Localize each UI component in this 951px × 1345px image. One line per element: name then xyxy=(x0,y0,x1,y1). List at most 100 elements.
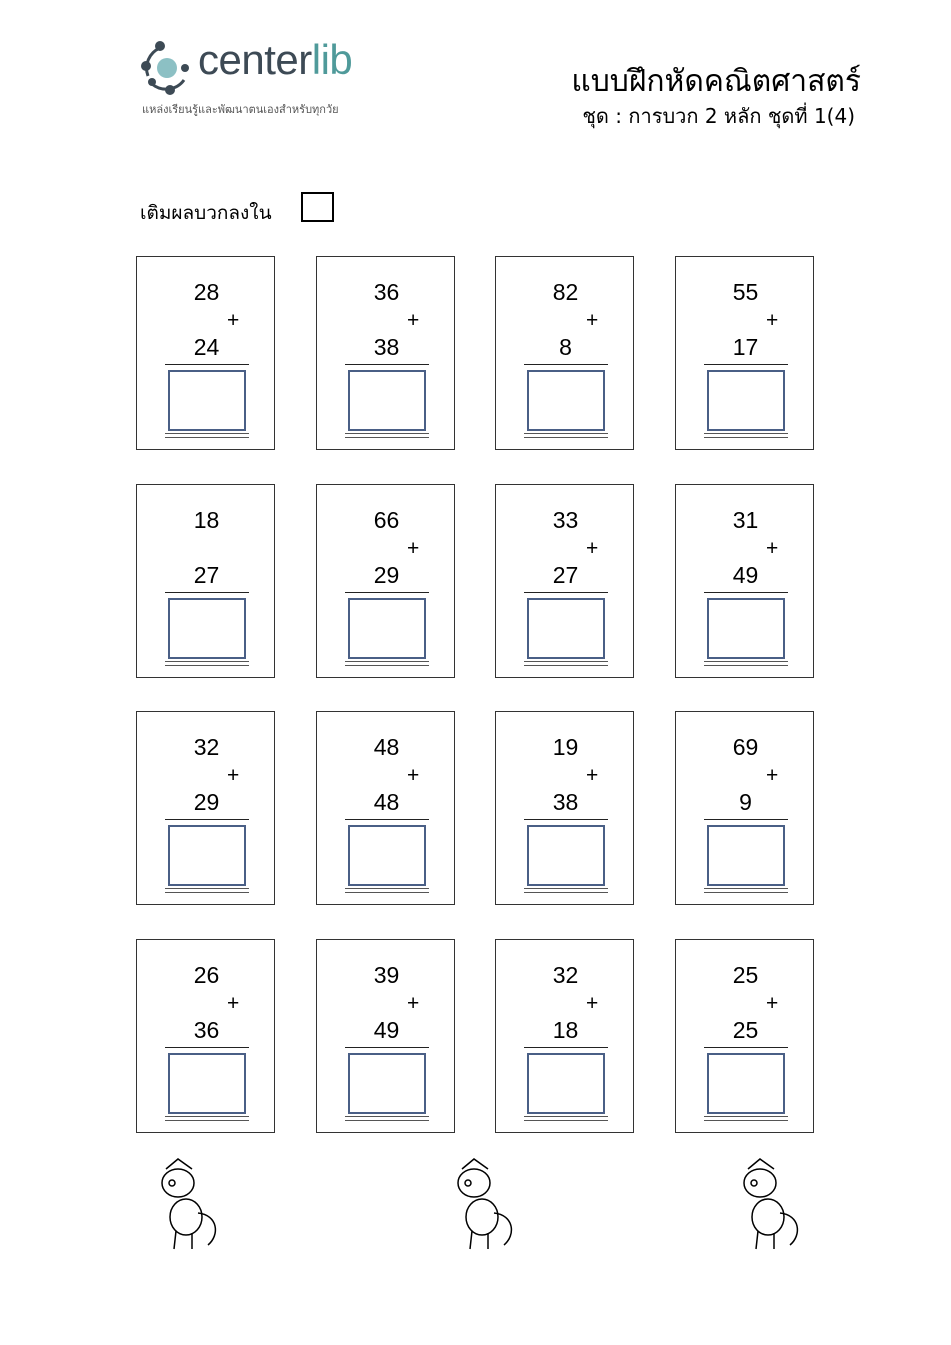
answer-box[interactable] xyxy=(707,598,785,659)
answer-box[interactable] xyxy=(168,598,246,659)
addend-2: 24 xyxy=(193,334,220,360)
instruction-box-icon xyxy=(301,192,334,222)
logo-wordmark-center: center xyxy=(198,36,312,83)
addend-1: 33 xyxy=(552,507,579,533)
problem-card: 19 + 38 xyxy=(495,711,634,905)
problem-card: 28 + 24 xyxy=(136,256,275,450)
pony-illustration-icon xyxy=(743,1158,799,1250)
plus-sign: + xyxy=(586,309,599,332)
plus-sign: + xyxy=(407,764,420,787)
sum-line xyxy=(345,592,429,593)
addend-1: 48 xyxy=(373,734,400,760)
addend-2: 18 xyxy=(552,1017,579,1043)
double-underline xyxy=(524,1116,608,1121)
answer-box[interactable] xyxy=(168,825,246,886)
addend-2: 38 xyxy=(552,789,579,815)
plus-sign: + xyxy=(586,992,599,1015)
addend-1: 25 xyxy=(732,962,759,988)
problem-card: 82 + 8 xyxy=(495,256,634,450)
sum-line xyxy=(165,364,249,365)
logo-tagline: แหล่งเรียนรู้และพัฒนาตนเองสำหรับทุกวัย xyxy=(142,103,339,116)
plus-sign: + xyxy=(407,992,420,1015)
sum-line xyxy=(524,819,608,820)
double-underline xyxy=(704,888,788,893)
sum-line xyxy=(165,819,249,820)
problem-card: 33 + 27 xyxy=(495,484,634,678)
double-underline xyxy=(165,661,249,666)
answer-box[interactable] xyxy=(527,598,605,659)
double-underline xyxy=(524,888,608,893)
sum-line xyxy=(345,1047,429,1048)
addend-1: 18 xyxy=(193,507,220,533)
sum-line xyxy=(165,592,249,593)
instruction-text: เติมผลบวกลงใน xyxy=(140,202,272,224)
problem-card: 48 + 48 xyxy=(316,711,455,905)
double-underline xyxy=(345,433,429,438)
answer-box[interactable] xyxy=(707,1053,785,1114)
addend-1: 26 xyxy=(193,962,220,988)
double-underline xyxy=(524,661,608,666)
double-underline xyxy=(345,1116,429,1121)
addend-1: 32 xyxy=(552,962,579,988)
sum-line xyxy=(524,364,608,365)
addend-2: 17 xyxy=(732,334,759,360)
problem-card: 36 + 38 xyxy=(316,256,455,450)
answer-box[interactable] xyxy=(168,370,246,431)
double-underline xyxy=(704,433,788,438)
addend-2: 25 xyxy=(732,1017,759,1043)
answer-box[interactable] xyxy=(527,1053,605,1114)
answer-box[interactable] xyxy=(168,1053,246,1114)
plus-sign: + xyxy=(227,764,240,787)
problem-card: 26 + 36 xyxy=(136,939,275,1133)
double-underline xyxy=(524,433,608,438)
page-title: แบบฝึกหัดคณิตศาสตร์ xyxy=(571,64,861,99)
plus-sign: + xyxy=(227,992,240,1015)
logo-wordmark-lib: lib xyxy=(311,36,353,83)
pony-illustration-icon xyxy=(161,1158,217,1250)
sum-line xyxy=(704,1047,788,1048)
addend-1: 55 xyxy=(732,279,759,305)
problem-card: 18 27 xyxy=(136,484,275,678)
answer-box[interactable] xyxy=(348,370,426,431)
addend-2: 49 xyxy=(732,562,759,588)
problem-card: 32 + 18 xyxy=(495,939,634,1133)
answer-box[interactable] xyxy=(707,825,785,886)
addend-2: 36 xyxy=(193,1017,220,1043)
plus-sign: + xyxy=(766,992,779,1015)
addend-1: 82 xyxy=(552,279,579,305)
pony-illustration-icon xyxy=(457,1158,513,1250)
addend-2: 48 xyxy=(373,789,400,815)
problem-card: 31 + 49 xyxy=(675,484,814,678)
addend-1: 39 xyxy=(373,962,400,988)
double-underline xyxy=(704,661,788,666)
answer-box[interactable] xyxy=(348,598,426,659)
problem-card: 66 + 29 xyxy=(316,484,455,678)
addend-1: 36 xyxy=(373,279,400,305)
addend-1: 28 xyxy=(193,279,220,305)
addend-2: 27 xyxy=(552,562,579,588)
addend-1: 69 xyxy=(732,734,759,760)
double-underline xyxy=(165,1116,249,1121)
plus-sign: + xyxy=(766,537,779,560)
answer-box[interactable] xyxy=(527,370,605,431)
double-underline xyxy=(704,1116,788,1121)
addend-2: 49 xyxy=(373,1017,400,1043)
page-subtitle: ชุด : การบวก 2 หลัก ชุดที่ 1(4) xyxy=(582,104,855,128)
sum-line xyxy=(704,592,788,593)
plus-sign: + xyxy=(766,764,779,787)
double-underline xyxy=(345,888,429,893)
answer-box[interactable] xyxy=(348,1053,426,1114)
logo-molecule-icon xyxy=(141,41,189,95)
answer-box[interactable] xyxy=(348,825,426,886)
answer-box[interactable] xyxy=(707,370,785,431)
addend-2: 38 xyxy=(373,334,400,360)
problem-card: 32 + 29 xyxy=(136,711,275,905)
addend-1: 32 xyxy=(193,734,220,760)
addend-1: 19 xyxy=(552,734,579,760)
problem-card: 39 + 49 xyxy=(316,939,455,1133)
double-underline xyxy=(165,433,249,438)
plus-sign: + xyxy=(586,764,599,787)
addend-2: 8 xyxy=(559,334,572,360)
answer-box[interactable] xyxy=(527,825,605,886)
addend-2: 9 xyxy=(739,789,752,815)
